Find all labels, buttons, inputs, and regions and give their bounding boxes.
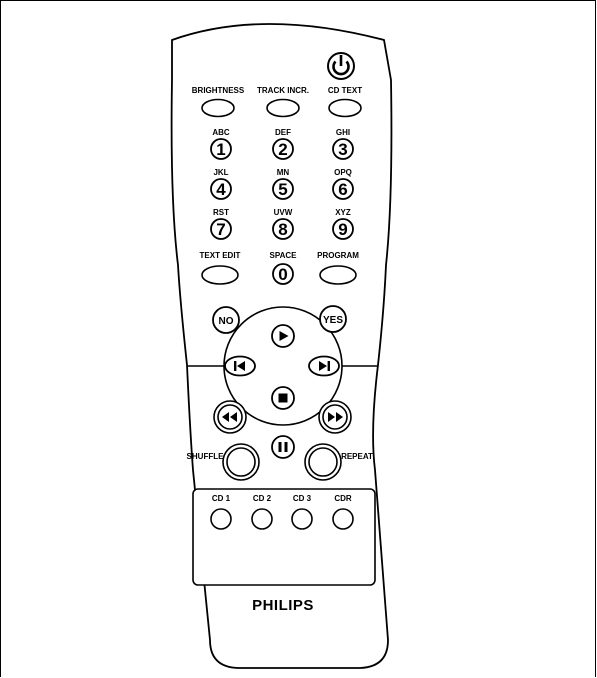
key-8-letters: UVW: [274, 208, 293, 217]
previous-track-icon: [234, 361, 245, 371]
track-incr-label: TRACK INCR.: [257, 86, 309, 95]
next-track-icon: [319, 361, 330, 371]
program-label: PROGRAM: [317, 251, 359, 260]
program-button[interactable]: [319, 265, 357, 285]
key-2[interactable]: [272, 138, 294, 160]
key-2-letters: DEF: [275, 128, 291, 137]
navigation-ring: [223, 306, 343, 426]
key-9-letters: XYZ: [335, 208, 351, 217]
key-3[interactable]: [332, 138, 354, 160]
source-panel: [192, 488, 376, 586]
key-1-digit: 1: [216, 140, 225, 159]
cd2-label: CD 2: [253, 494, 272, 503]
fast-forward-icon: [328, 412, 343, 422]
repeat-button[interactable]: [304, 443, 342, 481]
key-7[interactable]: [210, 218, 232, 240]
key-8[interactable]: [272, 218, 294, 240]
key-6[interactable]: [332, 178, 354, 200]
cd1-button[interactable]: [210, 508, 232, 530]
shuffle-label: SHUFFLE: [187, 452, 225, 461]
key-9-digit: 9: [338, 220, 347, 239]
key-1-letters: ABC: [212, 128, 230, 137]
key-0[interactable]: [272, 263, 294, 285]
power-button[interactable]: [327, 52, 355, 80]
play-button[interactable]: [271, 324, 295, 348]
key-3-letters: GHI: [336, 128, 350, 137]
key-7-letters: RST: [213, 208, 229, 217]
pause-button[interactable]: [271, 435, 295, 459]
yes-button[interactable]: YES: [319, 305, 347, 333]
cd3-label: CD 3: [293, 494, 312, 503]
brand-logo: PHILIPS: [252, 597, 314, 614]
key-3-digit: 3: [338, 140, 347, 159]
rewind-button[interactable]: [213, 400, 247, 434]
shuffle-button[interactable]: [222, 443, 260, 481]
cdr-button[interactable]: [332, 508, 354, 530]
key-5[interactable]: [272, 178, 294, 200]
key-5-letters: MN: [277, 168, 290, 177]
text-edit-button[interactable]: [201, 265, 239, 285]
key-0-digit: 0: [278, 265, 287, 284]
cdr-label: CDR: [334, 494, 352, 503]
key-6-digit: 6: [338, 180, 347, 199]
stop-icon: [278, 393, 288, 403]
pause-icon: [278, 442, 288, 452]
play-icon: [279, 331, 289, 341]
previous-track-button[interactable]: [224, 355, 256, 377]
key-4-letters: JKL: [213, 168, 228, 177]
no-label: NO: [219, 316, 234, 327]
cd2-button[interactable]: [251, 508, 273, 530]
power-icon: [332, 55, 350, 76]
space-label: SPACE: [270, 251, 298, 260]
cd1-label: CD 1: [212, 494, 231, 503]
cd-text-label: CD TEXT: [328, 86, 362, 95]
yes-label: YES: [323, 315, 343, 326]
fast-forward-button[interactable]: [318, 400, 352, 434]
key-1[interactable]: [210, 138, 232, 160]
cd-text-button[interactable]: [328, 98, 362, 118]
brightness-label: BRIGHTNESS: [192, 86, 245, 95]
key-4[interactable]: [210, 178, 232, 200]
text-edit-label: TEXT EDIT: [200, 251, 241, 260]
no-button[interactable]: NO: [212, 306, 240, 334]
brightness-button[interactable]: [201, 98, 235, 118]
key-9[interactable]: [332, 218, 354, 240]
track-incr-button[interactable]: [266, 98, 300, 118]
key-8-digit: 8: [278, 220, 287, 239]
cd3-button[interactable]: [291, 508, 313, 530]
key-7-digit: 7: [216, 220, 225, 239]
rewind-icon: [222, 412, 237, 422]
next-track-button[interactable]: [308, 355, 340, 377]
key-4-digit: 4: [216, 180, 226, 199]
stop-button[interactable]: [271, 386, 295, 410]
key-2-digit: 2: [278, 140, 287, 159]
repeat-label: REPEAT: [341, 452, 373, 461]
key-5-digit: 5: [278, 180, 287, 199]
key-6-letters: OPQ: [334, 168, 352, 177]
